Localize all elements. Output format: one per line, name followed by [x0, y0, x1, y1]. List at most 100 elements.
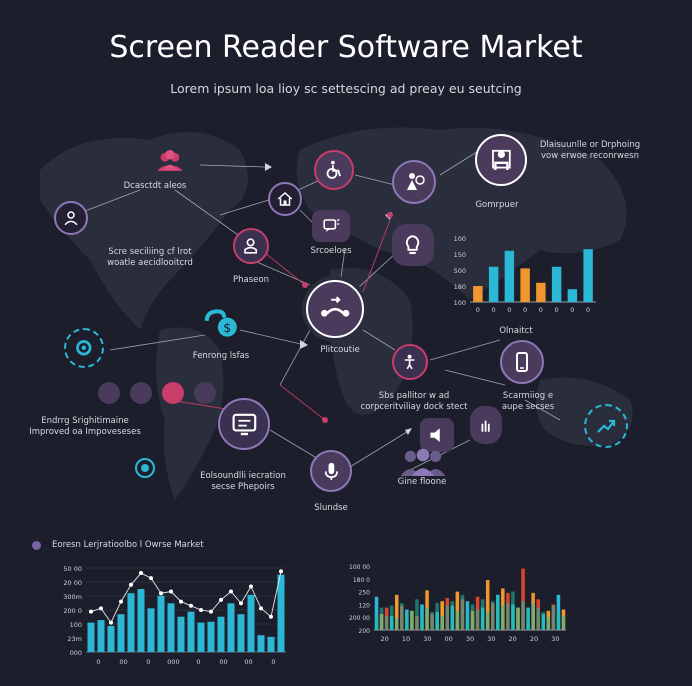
target-node[interactable] [64, 328, 104, 368]
lightbulb-node[interactable] [392, 224, 434, 266]
speech-node[interactable] [312, 210, 350, 242]
bar [217, 616, 225, 652]
bar [551, 266, 562, 302]
trend-point [119, 599, 123, 604]
bar-overlay [420, 617, 424, 630]
people-node[interactable] [396, 448, 450, 476]
microphone-node[interactable] [310, 450, 352, 492]
trend-point [249, 584, 253, 589]
bar [277, 574, 285, 652]
bar [177, 616, 185, 652]
bar [374, 596, 379, 630]
bar [197, 622, 205, 652]
top-right-node[interactable] [475, 134, 527, 186]
user-badge-icon [244, 238, 258, 254]
label-top-right-2: vow erwoe reconrwesn [541, 151, 639, 161]
bar [567, 289, 578, 302]
bar [247, 594, 255, 652]
bar-overlay [405, 614, 409, 630]
y-tick-label: 100 [70, 621, 82, 629]
handshake-node[interactable] [306, 280, 364, 338]
computer-user-node[interactable] [392, 160, 436, 204]
accessibility-node[interactable] [392, 344, 428, 380]
bar [521, 568, 525, 630]
bar [473, 286, 483, 302]
y-tick-label: 50 00 [63, 565, 82, 573]
small-circle-icon-1[interactable] [98, 382, 120, 404]
small-circle-icon-3[interactable] [162, 382, 184, 404]
x-tick-label: 00 [219, 658, 227, 666]
bar-overlay [389, 605, 394, 630]
trend-point [279, 569, 283, 574]
piggy-bank-node[interactable]: $ [200, 305, 242, 343]
label-left-improve-1: Endrrg Srighitimaine [41, 416, 129, 426]
bar [167, 603, 175, 652]
bar [147, 608, 155, 652]
label-bottom-left-1: Eolsoundlli iecration [200, 471, 286, 481]
bar-overlay [374, 617, 379, 630]
bar-overlay [450, 601, 455, 630]
label-right-2: aupe secses [501, 402, 555, 412]
trend-point [149, 576, 153, 581]
x-tick-label: 0 [476, 306, 480, 314]
person-node[interactable] [54, 201, 88, 235]
bar [227, 603, 235, 652]
y-tick-label: 180 0 [353, 577, 370, 584]
users-node[interactable] [150, 146, 190, 176]
label-right-1: Scarmiiog e [502, 391, 554, 401]
phone-icon [516, 352, 528, 372]
x-tick-label: 0 [539, 306, 543, 314]
bar-overlay [470, 604, 475, 630]
bar [187, 611, 195, 652]
label-mid-right-1: Sbs pallitor w ad [378, 391, 450, 401]
bar [583, 249, 593, 302]
y-tick-label: 180 [454, 283, 466, 291]
computer-user-icon [407, 173, 425, 190]
home-node[interactable] [268, 182, 302, 216]
x-tick-label: 30 [423, 635, 431, 643]
wheelchair-node[interactable] [314, 150, 354, 190]
bar-overlay [460, 594, 465, 630]
user-badge-node[interactable] [233, 228, 269, 264]
growth-node[interactable] [584, 404, 628, 448]
bar [97, 620, 105, 652]
x-tick-label: 20 [530, 635, 538, 643]
x-tick-label: 10 [402, 635, 410, 643]
label-top-left: Dcasctdt aleos [123, 181, 187, 191]
hand-node[interactable] [470, 406, 502, 444]
label-left-improve-2: Improved oa Impoveseses [29, 427, 141, 437]
world-map-shapes [40, 127, 633, 500]
svg-text:$: $ [223, 320, 231, 335]
bar-overlay [516, 607, 520, 630]
connector-lines [71, 149, 561, 471]
bar-overlay [561, 615, 566, 630]
home-icon [277, 191, 293, 206]
x-tick-label: 20 [509, 635, 517, 643]
bar-overlay [440, 615, 444, 630]
screen-reader-node[interactable] [218, 398, 270, 450]
speech-icon [322, 219, 340, 233]
bar-overlay [501, 605, 505, 630]
label-features: Plitcoutie [320, 345, 360, 355]
bar-overlay [511, 591, 515, 630]
bar [488, 266, 499, 302]
small-target-dot[interactable] [135, 458, 155, 478]
bar-overlay [425, 607, 429, 630]
small-circle-icon-2[interactable] [130, 382, 152, 404]
bar-overlay [506, 603, 510, 630]
small-circle-icon-4[interactable] [194, 382, 216, 404]
bar [440, 601, 444, 630]
trend-point [199, 608, 203, 612]
bar [536, 282, 546, 302]
phone-node[interactable] [500, 340, 544, 384]
bar-overlay [485, 612, 490, 630]
label-legend: Eoresn Lerjratioolbo l Owrse Market [52, 540, 204, 550]
bar [137, 589, 145, 652]
y-tick-label: 300m [63, 593, 82, 601]
y-tick-label: 100 [454, 299, 466, 307]
trend-point [99, 606, 103, 611]
label-screen-mid: Srcoeloes [310, 246, 352, 256]
label-screen-left-1: Scre seciliing cf lrot [108, 247, 192, 257]
speaker-node[interactable] [420, 418, 454, 452]
